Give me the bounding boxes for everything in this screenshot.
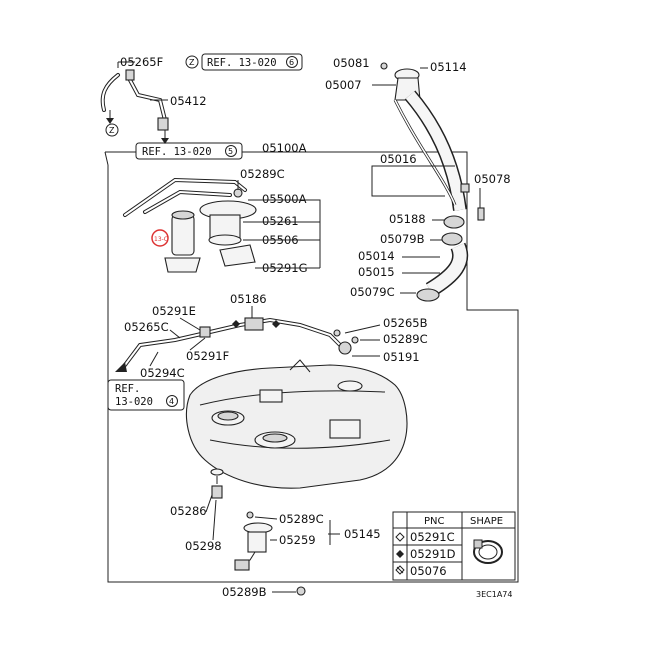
main-frame xyxy=(105,151,519,583)
bolt-05289C-b xyxy=(351,336,359,344)
diamond-outline-icon xyxy=(395,532,405,542)
label-05078: 05078 xyxy=(474,172,511,186)
label-05259: 05259 xyxy=(279,533,316,547)
filler-neck-assembly xyxy=(380,62,485,302)
label-05079C: 05079C xyxy=(350,285,395,299)
vapor-hose-line xyxy=(123,317,352,367)
pump-tag: 13-C xyxy=(154,236,168,243)
ref-box-top[interactable]: REF. 13-020 6 xyxy=(201,53,303,71)
ref-top-text: REF. 13-020 xyxy=(207,57,277,69)
label-05286: 05286 xyxy=(170,504,207,518)
ref-box-left[interactable]: REF. 13-020 4 xyxy=(107,379,185,411)
legend-row-1: 05291C xyxy=(410,530,455,544)
ref-left-num: 4 xyxy=(169,397,174,406)
legend-header-shape: SHAPE xyxy=(470,516,503,527)
pnc-shape-legend: PNC SHAPE 05291C 05291D 05076 xyxy=(392,511,516,581)
ref-mid-text: REF. 13-020 xyxy=(142,146,212,158)
label-05265C: 05265C xyxy=(124,320,169,334)
ref-top-num: 6 xyxy=(289,58,294,67)
z-mark-down: Z xyxy=(105,110,119,137)
drain-plug xyxy=(210,468,224,499)
label-05188: 05188 xyxy=(389,212,426,226)
label-05291E: 05291E xyxy=(152,304,196,318)
bracket-05500A xyxy=(248,199,321,268)
fuel-level-sender xyxy=(234,511,306,596)
diagram-code: 3EC1A74 xyxy=(476,590,512,599)
label-05412: 05412 xyxy=(170,94,207,108)
label-05186: 05186 xyxy=(230,292,267,306)
arrow-to-ref-left xyxy=(115,362,127,372)
label-05014: 05014 xyxy=(358,249,395,263)
label-05015: 05015 xyxy=(358,265,395,279)
label-05289C-c: 05289C xyxy=(279,512,324,526)
ref-left-text: REF. xyxy=(115,383,140,395)
label-05289B: 05289B xyxy=(222,585,267,599)
label-05298: 05298 xyxy=(185,539,222,553)
z-mark-top: Z xyxy=(185,55,199,69)
label-05191: 05191 xyxy=(383,350,420,364)
z-label-top: Z xyxy=(189,58,195,67)
label-05265F: 05265F xyxy=(120,55,163,69)
fuel-pump-module: 13-C xyxy=(123,177,257,273)
label-05291F: 05291F xyxy=(186,349,229,363)
label-05081: 05081 xyxy=(333,56,370,70)
frame-corner xyxy=(104,151,109,166)
label-05100A: 05100A xyxy=(262,141,307,155)
label-05079B: 05079B xyxy=(380,232,425,246)
diamond-solid-icon xyxy=(396,550,404,558)
label-05007: 05007 xyxy=(325,78,362,92)
label-05114: 05114 xyxy=(430,60,467,74)
label-05289C-b: 05289C xyxy=(383,332,428,346)
ref-mid-num: 5 xyxy=(228,147,233,156)
hose-05265F-group xyxy=(100,61,169,131)
legend-row-2: 05291D xyxy=(410,547,456,561)
ref-left-text2: 13-020 xyxy=(115,396,153,408)
ref-box-mid[interactable]: REF. 13-020 5 xyxy=(135,142,243,160)
legend-row-3: 05076 xyxy=(410,564,447,578)
label-05145: 05145 xyxy=(344,527,381,541)
label-05289C-a: 05289C xyxy=(240,167,285,181)
label-05261: 05261 xyxy=(262,214,299,228)
hose-clamp-icon xyxy=(473,539,503,564)
z-label-bottom: Z xyxy=(109,126,115,135)
legend-header-pnc: PNC xyxy=(424,516,445,527)
fuel-tank xyxy=(186,359,408,489)
label-05016: 05016 xyxy=(380,152,417,166)
label-05294C: 05294C xyxy=(140,366,185,380)
label-05265B: 05265B xyxy=(383,316,428,330)
label-05500A: 05500A xyxy=(262,192,307,206)
